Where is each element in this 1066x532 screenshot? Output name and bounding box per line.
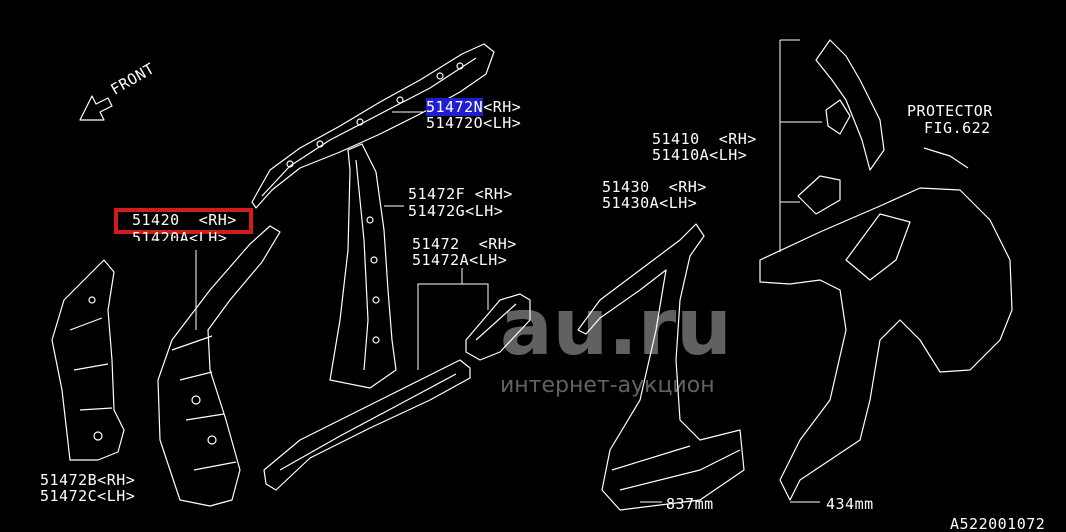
quarter-panel-part (759, 39, 1013, 501)
part-51472g-label[interactable]: 51472G<LH> (408, 202, 504, 220)
protector-fig-label[interactable]: FIG.622 (924, 119, 991, 137)
watermark-brand: au.ru (500, 283, 732, 373)
part-51472b-label[interactable]: 51472B<RH> (40, 471, 136, 489)
part-51420a-label[interactable]: 51420A<LH> (132, 229, 228, 247)
part-51420-label[interactable]: 51420 <RH> (132, 212, 237, 228)
side-sill-part (263, 268, 531, 491)
part-51472o-label[interactable]: 51472O<LH> (426, 114, 522, 132)
part-51420-rh: <RH> (198, 211, 237, 229)
roof-rail-part (251, 43, 495, 209)
front-pillar-part (157, 225, 281, 507)
dimension-837-label: 837mm (666, 495, 714, 513)
part-51420-code[interactable]: 51420 (132, 211, 180, 229)
part-51410-label[interactable]: 51410 <RH> (652, 130, 757, 148)
part-51472n-rh: <RH> (483, 98, 522, 116)
front-arrow-icon (79, 95, 113, 121)
part-51472a-label[interactable]: 51472A<LH> (412, 251, 508, 269)
rear-pillar-part (577, 223, 745, 511)
selected-part-box (114, 208, 253, 234)
part-51430a-label[interactable]: 51430A<LH> (602, 194, 698, 212)
dimension-434-label: 434mm (826, 495, 874, 513)
protector-label[interactable]: PROTECTOR (907, 102, 993, 120)
part-51472f-label[interactable]: 51472F <RH> (408, 185, 513, 203)
part-51430-label[interactable]: 51430 <RH> (602, 178, 707, 196)
part-51472n-code[interactable]: 51472N (426, 98, 484, 116)
part-51472n-label[interactable]: 51472N<RH> (426, 98, 522, 116)
part-51472-label[interactable]: 51472 <RH> (412, 235, 517, 253)
front-pillar-lower-part (51, 259, 125, 461)
center-pillar-part (329, 143, 404, 389)
diagram-code-label: A522001072 (950, 515, 1046, 532)
watermark-subtitle: интернет-аукцион (500, 373, 715, 398)
part-51410a-label[interactable]: 51410A<LH> (652, 146, 748, 164)
part-51472c-label[interactable]: 51472C<LH> (40, 487, 136, 505)
